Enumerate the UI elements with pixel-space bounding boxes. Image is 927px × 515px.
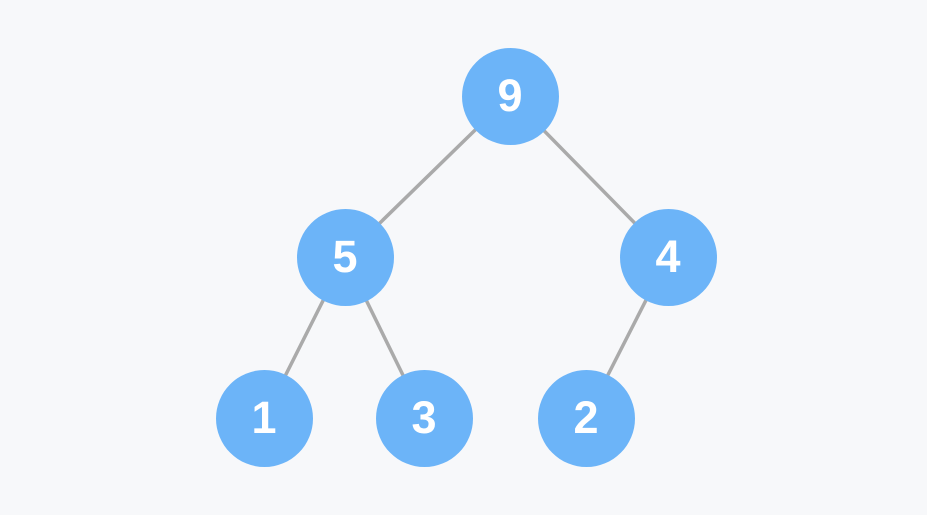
tree-node-1[interactable]: 1 bbox=[215, 369, 313, 467]
tree-node-2[interactable]: 2 bbox=[537, 369, 635, 467]
tree-node-label: 9 bbox=[497, 69, 523, 121]
tree-node-3[interactable]: 3 bbox=[375, 369, 473, 467]
tree-node-label: 1 bbox=[251, 391, 277, 443]
tree-node-5[interactable]: 5 bbox=[296, 208, 394, 306]
tree-node-label: 2 bbox=[573, 391, 599, 443]
tree-node-4[interactable]: 4 bbox=[619, 208, 717, 306]
tree-node-label: 5 bbox=[332, 230, 358, 282]
tree-node-9[interactable]: 9 bbox=[461, 47, 559, 145]
tree-node-label: 4 bbox=[655, 230, 681, 282]
tree-node-label: 3 bbox=[411, 391, 437, 443]
